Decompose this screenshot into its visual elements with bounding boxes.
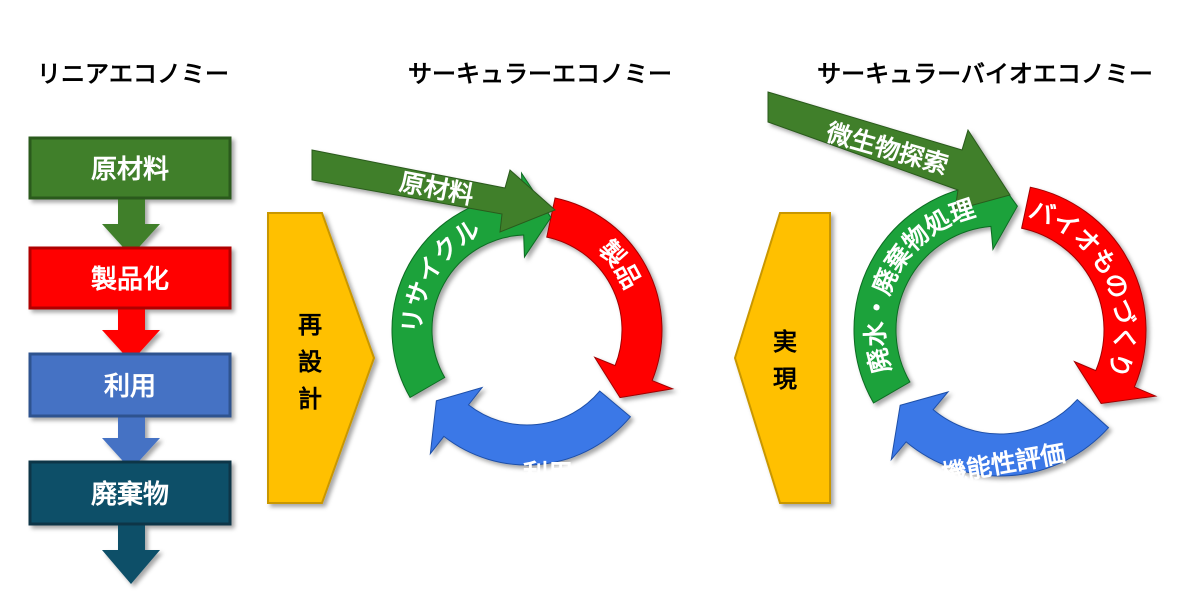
title-linear-economy: リニアエコノミー [37, 60, 229, 88]
realization-arrow: 実 現 [733, 212, 831, 504]
circular-economy-cycle [311, 149, 675, 466]
bio-arc-functional-evaluation [890, 391, 1110, 477]
circular-arc-use [429, 386, 632, 466]
bio-input-label: 微生物探索 [822, 117, 951, 180]
circular-input-arrow [311, 149, 556, 233]
linear-step-raw-material: 原材料 [28, 136, 232, 256]
circular-arc-product [546, 197, 675, 399]
redesign-arrow: 再 設 計 [267, 212, 376, 504]
redesign-label: 設 [298, 348, 323, 376]
redesign-label: 計 [298, 385, 322, 413]
linear-step-productization: 製品化 [28, 246, 232, 362]
down-arrow-icon [102, 198, 160, 256]
linear-step-label: 原材料 [91, 155, 169, 185]
bio-input-arrow [767, 91, 1011, 211]
linear-step-use: 利用 [28, 352, 232, 470]
circular-use-label: 利用 [523, 459, 573, 488]
down-arrow-icon [102, 416, 160, 470]
down-arrow-icon [102, 308, 160, 362]
down-arrow-icon [102, 524, 160, 584]
title-circular-economy: サーキュラーエコノミー [408, 60, 672, 88]
title-circular-bioeconomy: サーキュラーバイオエコノミー [817, 60, 1153, 88]
linear-step-label: 製品化 [91, 265, 169, 295]
circular-bioeconomy-cycle [767, 91, 1158, 477]
linear-step-waste: 廃棄物 [28, 460, 232, 584]
linear-step-label: 廃棄物 [91, 479, 169, 510]
linear-step-label: 利用 [104, 372, 156, 402]
linear-flow: 原材料 製品化 利用 廃棄物 [28, 136, 232, 584]
bio-arc-biomanufacturing [1021, 186, 1158, 405]
circular-input-label: 原材料 [397, 167, 476, 210]
realization-label: 実 [773, 328, 797, 356]
realization-label: 現 [773, 365, 797, 393]
redesign-label: 再 [298, 311, 322, 339]
